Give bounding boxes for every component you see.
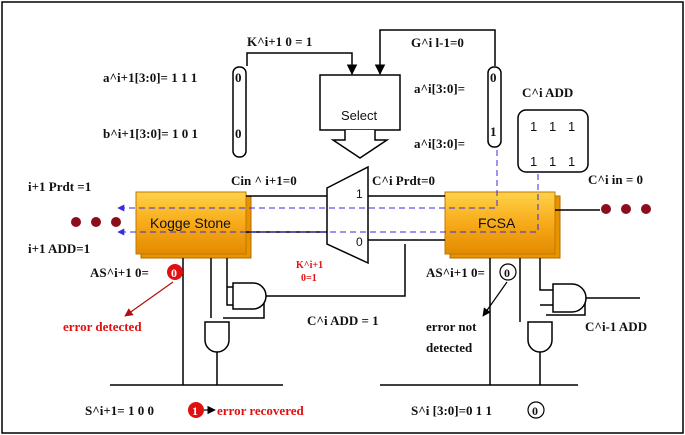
as-right-label: AS^i+1 0=: [426, 265, 485, 280]
ci-prdt-label: C^i Prdt=0: [372, 173, 435, 188]
ones-grid: [517, 109, 589, 173]
ones-grid-values: 1 1 1 1 1 1: [530, 119, 575, 169]
s-right-value: 0: [532, 404, 538, 418]
kogge-stone-block: Kogge Stone: [135, 191, 252, 259]
as-right-badge: [499, 263, 517, 281]
a-i-lower-label: a^i[3:0]=: [414, 136, 465, 151]
error-not-detected-line1: error not: [426, 319, 477, 334]
error-detected-arrow: [124, 281, 174, 317]
k-red-label-line1: K^i+1: [296, 260, 323, 271]
select-block: [319, 74, 401, 131]
grid-cell: 1: [568, 154, 575, 169]
a-i-upper-label: a^i[3:0]=: [414, 81, 465, 96]
mux-input-1: 1: [356, 187, 363, 201]
left-logic-wires: [110, 244, 406, 386]
grid-cell: 1: [549, 119, 556, 134]
b-i-plus-1-label: b^i+1[3:0]= 1 0 1: [103, 126, 198, 141]
and-gate-right-lower: [527, 321, 553, 353]
select-label: Select: [341, 108, 378, 123]
ci-add-top-label: C^i ADD: [522, 85, 573, 100]
continuation-dots-left: [71, 217, 121, 227]
as-right-value: 0: [504, 266, 510, 280]
fcsa-block: FCSA: [444, 191, 561, 259]
error-detected-label: error detected: [63, 319, 142, 334]
ci-add-mid-label: C^i ADD = 1: [307, 313, 379, 328]
k-top-label: K^i+1 0 = 1: [247, 34, 312, 49]
error-recovered-label: error recovered: [217, 403, 305, 418]
left-register-top-bit: 0: [235, 70, 242, 85]
error-not-detected-line2: detected: [426, 340, 473, 355]
mux-wires: [246, 195, 600, 241]
prdt-i-plus-1-label: i+1 Prdt =1: [28, 179, 91, 194]
ci-in-label: C^i in = 0: [588, 172, 643, 187]
grid-cell: 1: [530, 119, 537, 134]
grid-cell: 1: [530, 154, 537, 169]
multiplexer: [326, 165, 369, 265]
k-red-label-line2: 0=1: [301, 273, 317, 284]
s-i-label: S^i [3:0]=0 1 1: [411, 403, 492, 418]
grid-cell: 1: [568, 119, 575, 134]
a-i-plus-1-label: a^i+1[3:0]= 1 1 1: [103, 70, 197, 85]
add-i-plus-1-label: i+1 ADD=1: [28, 241, 90, 256]
grid-cell: 1: [549, 154, 556, 169]
right-register: [487, 66, 502, 148]
as-left-error-badge: [167, 264, 183, 280]
fcsa-label: FCSA: [478, 215, 516, 231]
s-right-badge: [527, 401, 545, 419]
blue-signal-paths: [117, 150, 539, 236]
continuation-dots-right: [601, 204, 651, 214]
and-gate-left: [232, 282, 267, 310]
cin-i-plus-1-label: Cin ^ i+1=0: [231, 173, 297, 188]
top-wires: [246, 29, 496, 76]
ci-minus-1-add-label: C^i-1 ADD: [585, 319, 647, 334]
right-register-top-bit: 0: [490, 70, 497, 85]
left-register: [232, 66, 247, 158]
right-logic-wires: [380, 258, 640, 386]
mux-input-0: 0: [356, 235, 363, 249]
and-gate-left-lower: [204, 321, 230, 353]
s-left-recovered-badge: [188, 402, 204, 418]
s-left-value: 1: [192, 404, 198, 418]
s-i-plus-1-label: S^i+1= 1 0 0: [85, 403, 154, 418]
as-left-value: 0: [171, 266, 177, 280]
select-down-arrow: [330, 130, 390, 159]
error-not-detected-arrow: [482, 281, 508, 317]
left-register-bottom-bit: 0: [235, 126, 242, 141]
kogge-stone-label: Kogge Stone: [150, 215, 231, 231]
g-top-label: G^i l-1=0: [411, 35, 464, 50]
as-left-label: AS^i+1 0=: [90, 265, 149, 280]
right-register-bottom-bit: 1: [490, 124, 497, 139]
and-gate-right: [552, 283, 587, 313]
